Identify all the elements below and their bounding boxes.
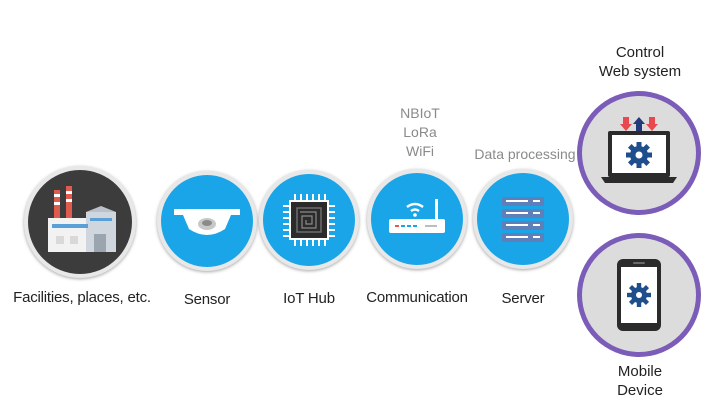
- protocol-lora: LoRa: [403, 124, 437, 140]
- dome-camera-icon: [161, 175, 253, 267]
- server-label: Server: [501, 290, 545, 307]
- communication-label: Communication: [366, 289, 468, 306]
- control-node: [577, 91, 701, 215]
- factory-icon: [28, 170, 132, 274]
- phone-gear-icon: [582, 238, 696, 352]
- protocol-wifi: WiFi: [406, 143, 434, 159]
- mobile-node: [577, 233, 701, 357]
- laptop-gear-icon: [582, 96, 696, 210]
- sensor-label: Sensor: [183, 291, 231, 308]
- server-rack-icon: [477, 173, 569, 265]
- chip-icon: [263, 174, 355, 266]
- control-title: Control Web system: [575, 43, 705, 81]
- control-line2: Web system: [598, 63, 682, 80]
- mobile-line2: Device: [617, 382, 663, 399]
- data-processing-note: Data processing: [474, 146, 576, 162]
- protocol-nbiot: NBIoT: [400, 105, 440, 121]
- facilities-label: Facilities, places, etc.: [13, 289, 151, 306]
- control-line1: Control: [615, 44, 665, 61]
- server-node: [473, 169, 573, 269]
- sensor-node: [157, 171, 257, 271]
- iot-hub-node: [259, 170, 359, 270]
- communication-node: [367, 169, 467, 269]
- facilities-node: [24, 166, 136, 278]
- iot-hub-label: IoT Hub: [283, 290, 335, 307]
- protocol-list: NBIoT LoRa WiFi: [375, 104, 465, 161]
- mobile-line1: Mobile: [617, 363, 663, 380]
- router-icon: [371, 173, 463, 265]
- mobile-title: Mobile Device: [575, 362, 705, 400]
